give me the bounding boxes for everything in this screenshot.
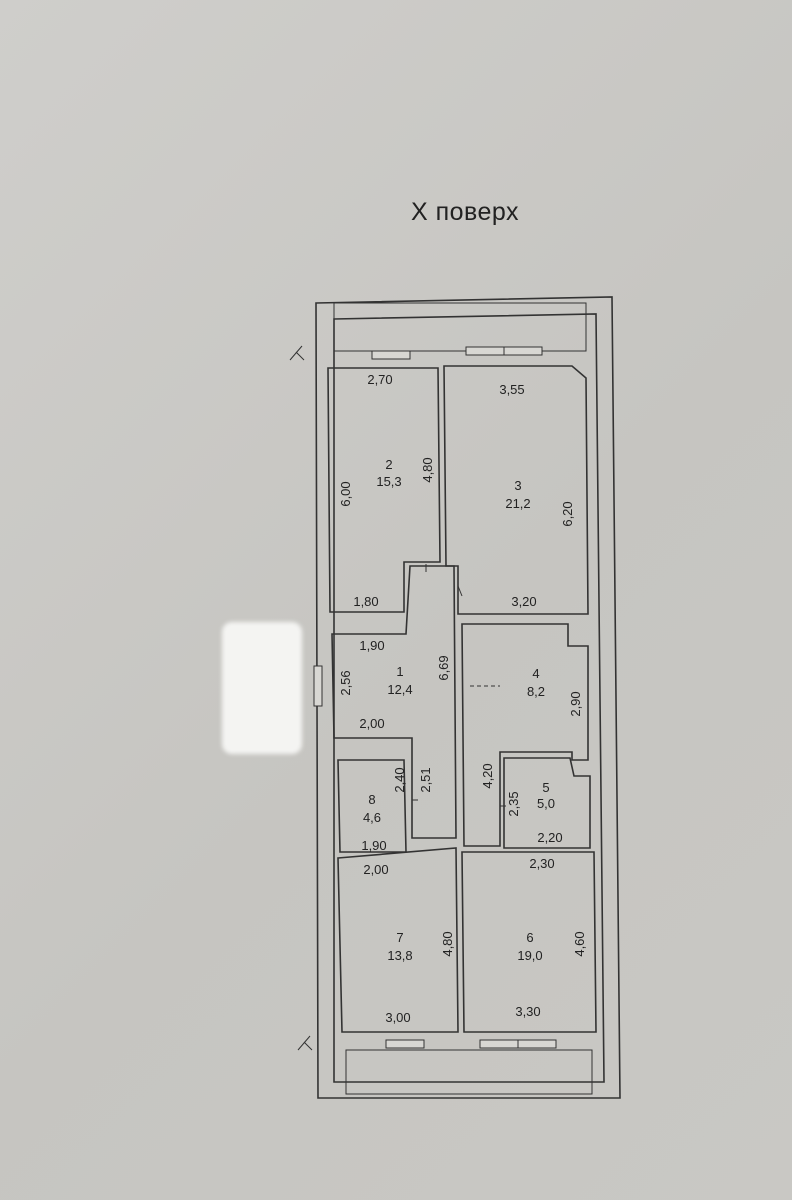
redaction-patch <box>222 622 302 754</box>
room-4-area: 8,2 <box>527 684 545 699</box>
room-1-area: 12,4 <box>387 682 412 697</box>
window-top-3 <box>503 346 543 356</box>
room-2-number: 2 <box>385 457 392 472</box>
balcony-bottom <box>345 1049 593 1095</box>
room-3-number: 3 <box>514 478 521 493</box>
outer-wall <box>315 296 621 1099</box>
room-5-area: 5,0 <box>537 796 555 811</box>
dim-r7-right: 4,80 <box>440 931 455 956</box>
room-5-number: 5 <box>542 780 549 795</box>
room-6-outline <box>461 851 597 1033</box>
room-5-outline <box>503 757 591 849</box>
dim-r8-right: 2,40 <box>392 767 407 792</box>
dim-r1-bottom: 2,00 <box>359 716 384 731</box>
dim-r5-bottom: 2,20 <box>537 830 562 845</box>
dim-r2-bottom: 1,80 <box>353 594 378 609</box>
dim-r3-top: 3,55 <box>499 382 524 397</box>
dim-r3-right: 6,20 <box>560 501 575 526</box>
dim-r2-top: 2,70 <box>367 372 392 387</box>
dim-r1-right: 6,69 <box>436 655 451 680</box>
balcony-top <box>333 302 587 352</box>
room-2-area: 15,3 <box>376 474 401 489</box>
room-8-number: 8 <box>368 792 375 807</box>
dim-r3-bottom: 3,20 <box>511 594 536 609</box>
door-3 <box>457 585 463 597</box>
room-7-outline <box>337 847 459 1033</box>
window-bottom-3 <box>517 1039 557 1049</box>
room-1-outline <box>331 565 457 839</box>
room-3-area: 21,2 <box>505 496 530 511</box>
dim-r7-top: 2,00 <box>363 862 388 877</box>
room-2-outline <box>327 367 441 613</box>
room-7-number: 7 <box>396 930 403 945</box>
floor-title: Х поверх <box>410 198 520 226</box>
dim-r1-left: 2,56 <box>338 670 353 695</box>
room-4-outline <box>461 623 589 847</box>
window-top-1 <box>371 350 411 360</box>
dim-r7-bottom: 3,00 <box>385 1010 410 1025</box>
room-7-area: 13,8 <box>387 948 412 963</box>
window-bottom-1 <box>385 1039 425 1049</box>
window-bottom-2 <box>479 1039 519 1049</box>
window-left <box>313 665 323 707</box>
dim-r6-bottom: 3,30 <box>515 1004 540 1019</box>
dim-r4-right: 2,90 <box>568 691 583 716</box>
room-6-area: 19,0 <box>517 948 542 963</box>
dim-r1-top: 1,90 <box>359 638 384 653</box>
dim-r6-right: 4,60 <box>572 931 587 956</box>
dim-r4-left: 4,20 <box>480 763 495 788</box>
dim-r8-bottom: 1,90 <box>361 838 386 853</box>
room-4-number: 4 <box>532 666 539 681</box>
room-1-number: 1 <box>396 664 403 679</box>
inner-outline <box>333 313 605 1083</box>
dim-r5-left: 2,35 <box>506 791 521 816</box>
axis-mark-top <box>289 345 305 361</box>
axis-mark-bottom <box>297 1035 313 1051</box>
dim-r2-left: 6,00 <box>338 481 353 506</box>
window-top-2 <box>465 346 505 356</box>
dim-r6-top: 2,30 <box>529 856 554 871</box>
dim-r2-right: 4,80 <box>420 457 435 482</box>
room-8-area: 4,6 <box>363 810 381 825</box>
room-6-number: 6 <box>526 930 533 945</box>
dim-r1-inner: 2,51 <box>418 767 433 792</box>
